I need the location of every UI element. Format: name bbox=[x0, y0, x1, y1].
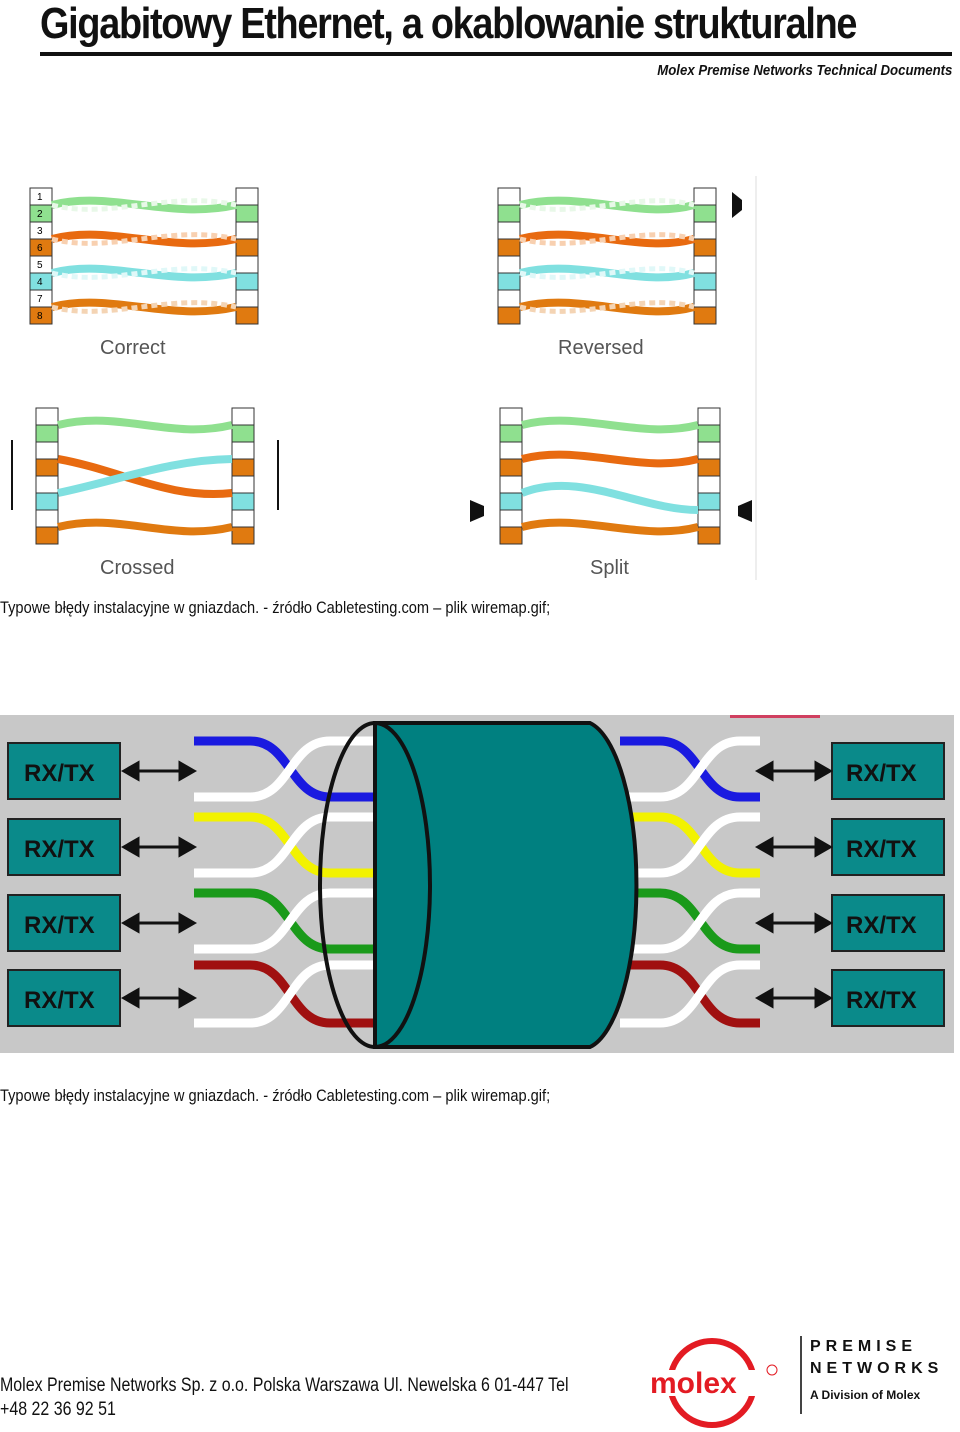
left-ports: RX/TX RX/TX RX/TX RX/TX bbox=[7, 742, 121, 1027]
footer-divider bbox=[800, 1336, 802, 1414]
panel-split: Split bbox=[470, 407, 752, 579]
panel-correct: 1 2 3 6 5 4 7 8 Correct bbox=[29, 187, 259, 359]
pairs-figure: RX/TX RX/TX RX/TX RX/TX RX/TX RX/TX RX/T… bbox=[0, 715, 954, 1053]
molex-wordmark: molex bbox=[650, 1367, 737, 1400]
double-arrows bbox=[120, 760, 834, 1009]
molex-logo: molex bbox=[648, 1338, 778, 1428]
port-label: RX/TX bbox=[24, 987, 95, 1014]
wiremap-figure: 1 2 3 6 5 4 7 8 Correct Reversed bbox=[11, 176, 757, 580]
svg-text:7: 7 bbox=[37, 294, 43, 305]
arrow-icon bbox=[732, 192, 742, 218]
panel-reversed: Reversed bbox=[497, 187, 742, 359]
port-label: RX/TX bbox=[24, 760, 95, 787]
label-reversed: Reversed bbox=[558, 337, 644, 359]
label-correct: Correct bbox=[100, 337, 166, 359]
pin-labels-left: 1 2 3 6 5 4 7 8 bbox=[37, 192, 43, 322]
caption-pairs: Typowe błędy instalacyjne w gniazdach. -… bbox=[0, 1086, 551, 1105]
port-label: RX/TX bbox=[24, 912, 95, 939]
label-split: Split bbox=[590, 557, 629, 579]
svg-text:RX/TX: RX/TX bbox=[846, 836, 917, 863]
page-subtitle: Molex Premise Networks Technical Documen… bbox=[656, 62, 952, 79]
label-crossed: Crossed bbox=[100, 557, 174, 579]
svg-text:6: 6 bbox=[37, 243, 43, 254]
footer-address: Molex Premise Networks Sp. z o.o. Polska… bbox=[0, 1375, 569, 1420]
wire-pairs bbox=[194, 736, 760, 1028]
brand-networks: NETWORKS bbox=[810, 1360, 944, 1377]
panel-crossed: Crossed bbox=[11, 407, 279, 579]
cable-cylinder bbox=[318, 721, 639, 1049]
svg-text:2: 2 bbox=[37, 209, 43, 220]
brand-division: A Division of Molex bbox=[810, 1388, 921, 1402]
port-label: RX/TX bbox=[24, 836, 95, 863]
svg-text:1: 1 bbox=[37, 192, 43, 203]
page-title: Gigabitowy Ethernet, a okablowanie struk… bbox=[40, 0, 857, 48]
svg-text:RX/TX: RX/TX bbox=[846, 987, 917, 1014]
right-ports: RX/TX RX/TX RX/TX RX/TX bbox=[831, 742, 945, 1027]
svg-text:RX/TX: RX/TX bbox=[846, 760, 917, 787]
svg-text:3: 3 bbox=[37, 226, 43, 237]
svg-text:5: 5 bbox=[37, 260, 43, 271]
caption-wiremap: Typowe błędy instalacyjne w gniazdach. -… bbox=[0, 598, 551, 617]
svg-text:4: 4 bbox=[37, 277, 43, 288]
svg-text:RX/TX: RX/TX bbox=[846, 912, 917, 939]
svg-text:8: 8 bbox=[37, 311, 43, 322]
brand-premise: PREMISE bbox=[810, 1338, 918, 1355]
title-rule bbox=[40, 52, 952, 56]
